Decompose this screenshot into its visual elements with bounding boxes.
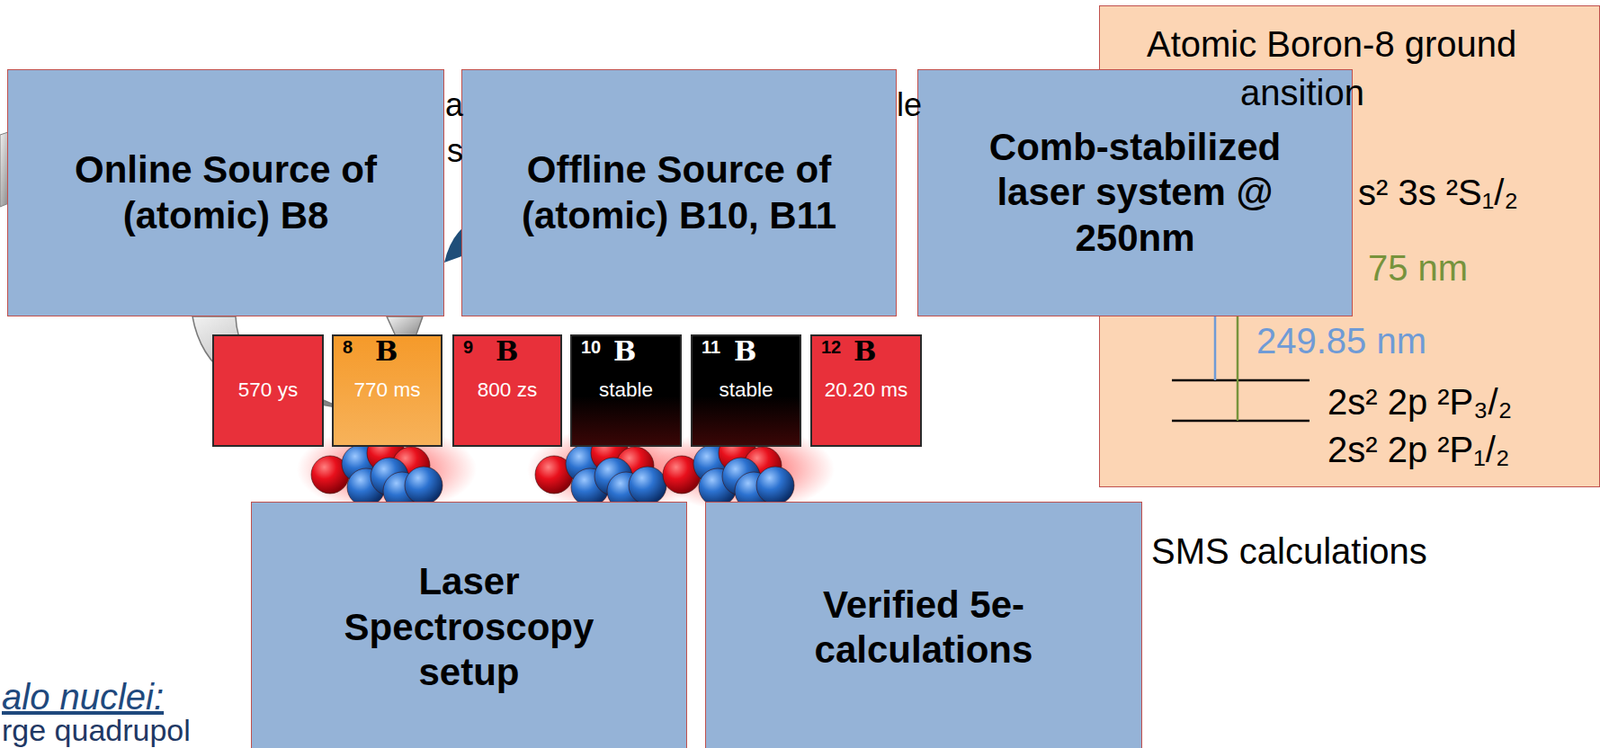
box-label: Verified 5e- calculations [770,582,1077,674]
nuclide-cell: 11 Bstable [690,334,802,447]
note-text: s [446,131,464,170]
process-box: Offline Source of (atomic) B10, B11 [461,69,897,317]
half-life: 800 zs [454,377,561,403]
half-life: stable [572,377,680,403]
panel-text: Atomic Boron-8 ground [1146,22,1517,66]
note-text: rge quadrupol [1,712,191,748]
transition-line [1214,312,1217,381]
nuclide-cell: 10 Bstable [570,334,682,447]
panel-text: 249.85 nm [1256,319,1427,363]
element-symbol: B [613,338,636,366]
half-life: stable [692,377,800,403]
nucleon-ball [628,466,667,505]
panel-text: 2s² 2p ²P₃/₂ [1327,380,1512,424]
mass-number: 11 [701,338,721,357]
half-life: 770 ms [333,377,441,403]
nucleon-ball [404,466,443,505]
nuclide-cell: 12 B 20.20 ms [810,334,922,447]
mass-number: 12 [821,338,841,357]
box-label: Online Source of (atomic) B8 [27,147,424,239]
box-label: Laser Spectroscopy setup [307,559,632,696]
element-symbol: B [733,338,757,366]
nuclide-cell: 8 B 770 ms [331,334,443,447]
element-symbol: B [853,338,876,366]
element-symbol: B [495,338,519,366]
process-box: Online Source of (atomic) B8 [7,69,445,317]
note-text: le [896,85,922,125]
mass-number: 8 [342,338,353,357]
energy-level [1171,379,1310,383]
element-symbol: B [375,338,398,366]
process-box: Verified 5e- calculations [705,501,1143,748]
nucleon-ball [756,466,795,505]
box-label: Comb-stabilized laser system @ 250nm [946,125,1324,261]
energy-level [1171,420,1310,423]
note-text: alo nuclei: [1,675,164,719]
box-label: Offline Source of (atomic) B10, B11 [476,147,882,239]
nuclide-cell: 9 B 800 zs [452,334,563,447]
mass-number: 10 [581,338,601,357]
mass-number: 9 [463,338,474,357]
note-text: a [445,85,464,125]
panel-text: 2s² 2p ²P₁/₂ [1327,428,1510,472]
transition-line [1236,312,1240,421]
half-life: 570 ys [214,377,322,403]
panel-text: 75 nm [1367,246,1468,290]
panel-text: ansition [1240,71,1365,115]
note-text: SMS calculations [1151,529,1428,573]
panel-text: s² 3s ²S₁/₂ [1358,170,1519,215]
process-box: Laser Spectroscopy setup [250,501,688,748]
half-life: 20.20 ms [812,377,921,403]
nuclide-cell: 570 ys [212,334,324,447]
